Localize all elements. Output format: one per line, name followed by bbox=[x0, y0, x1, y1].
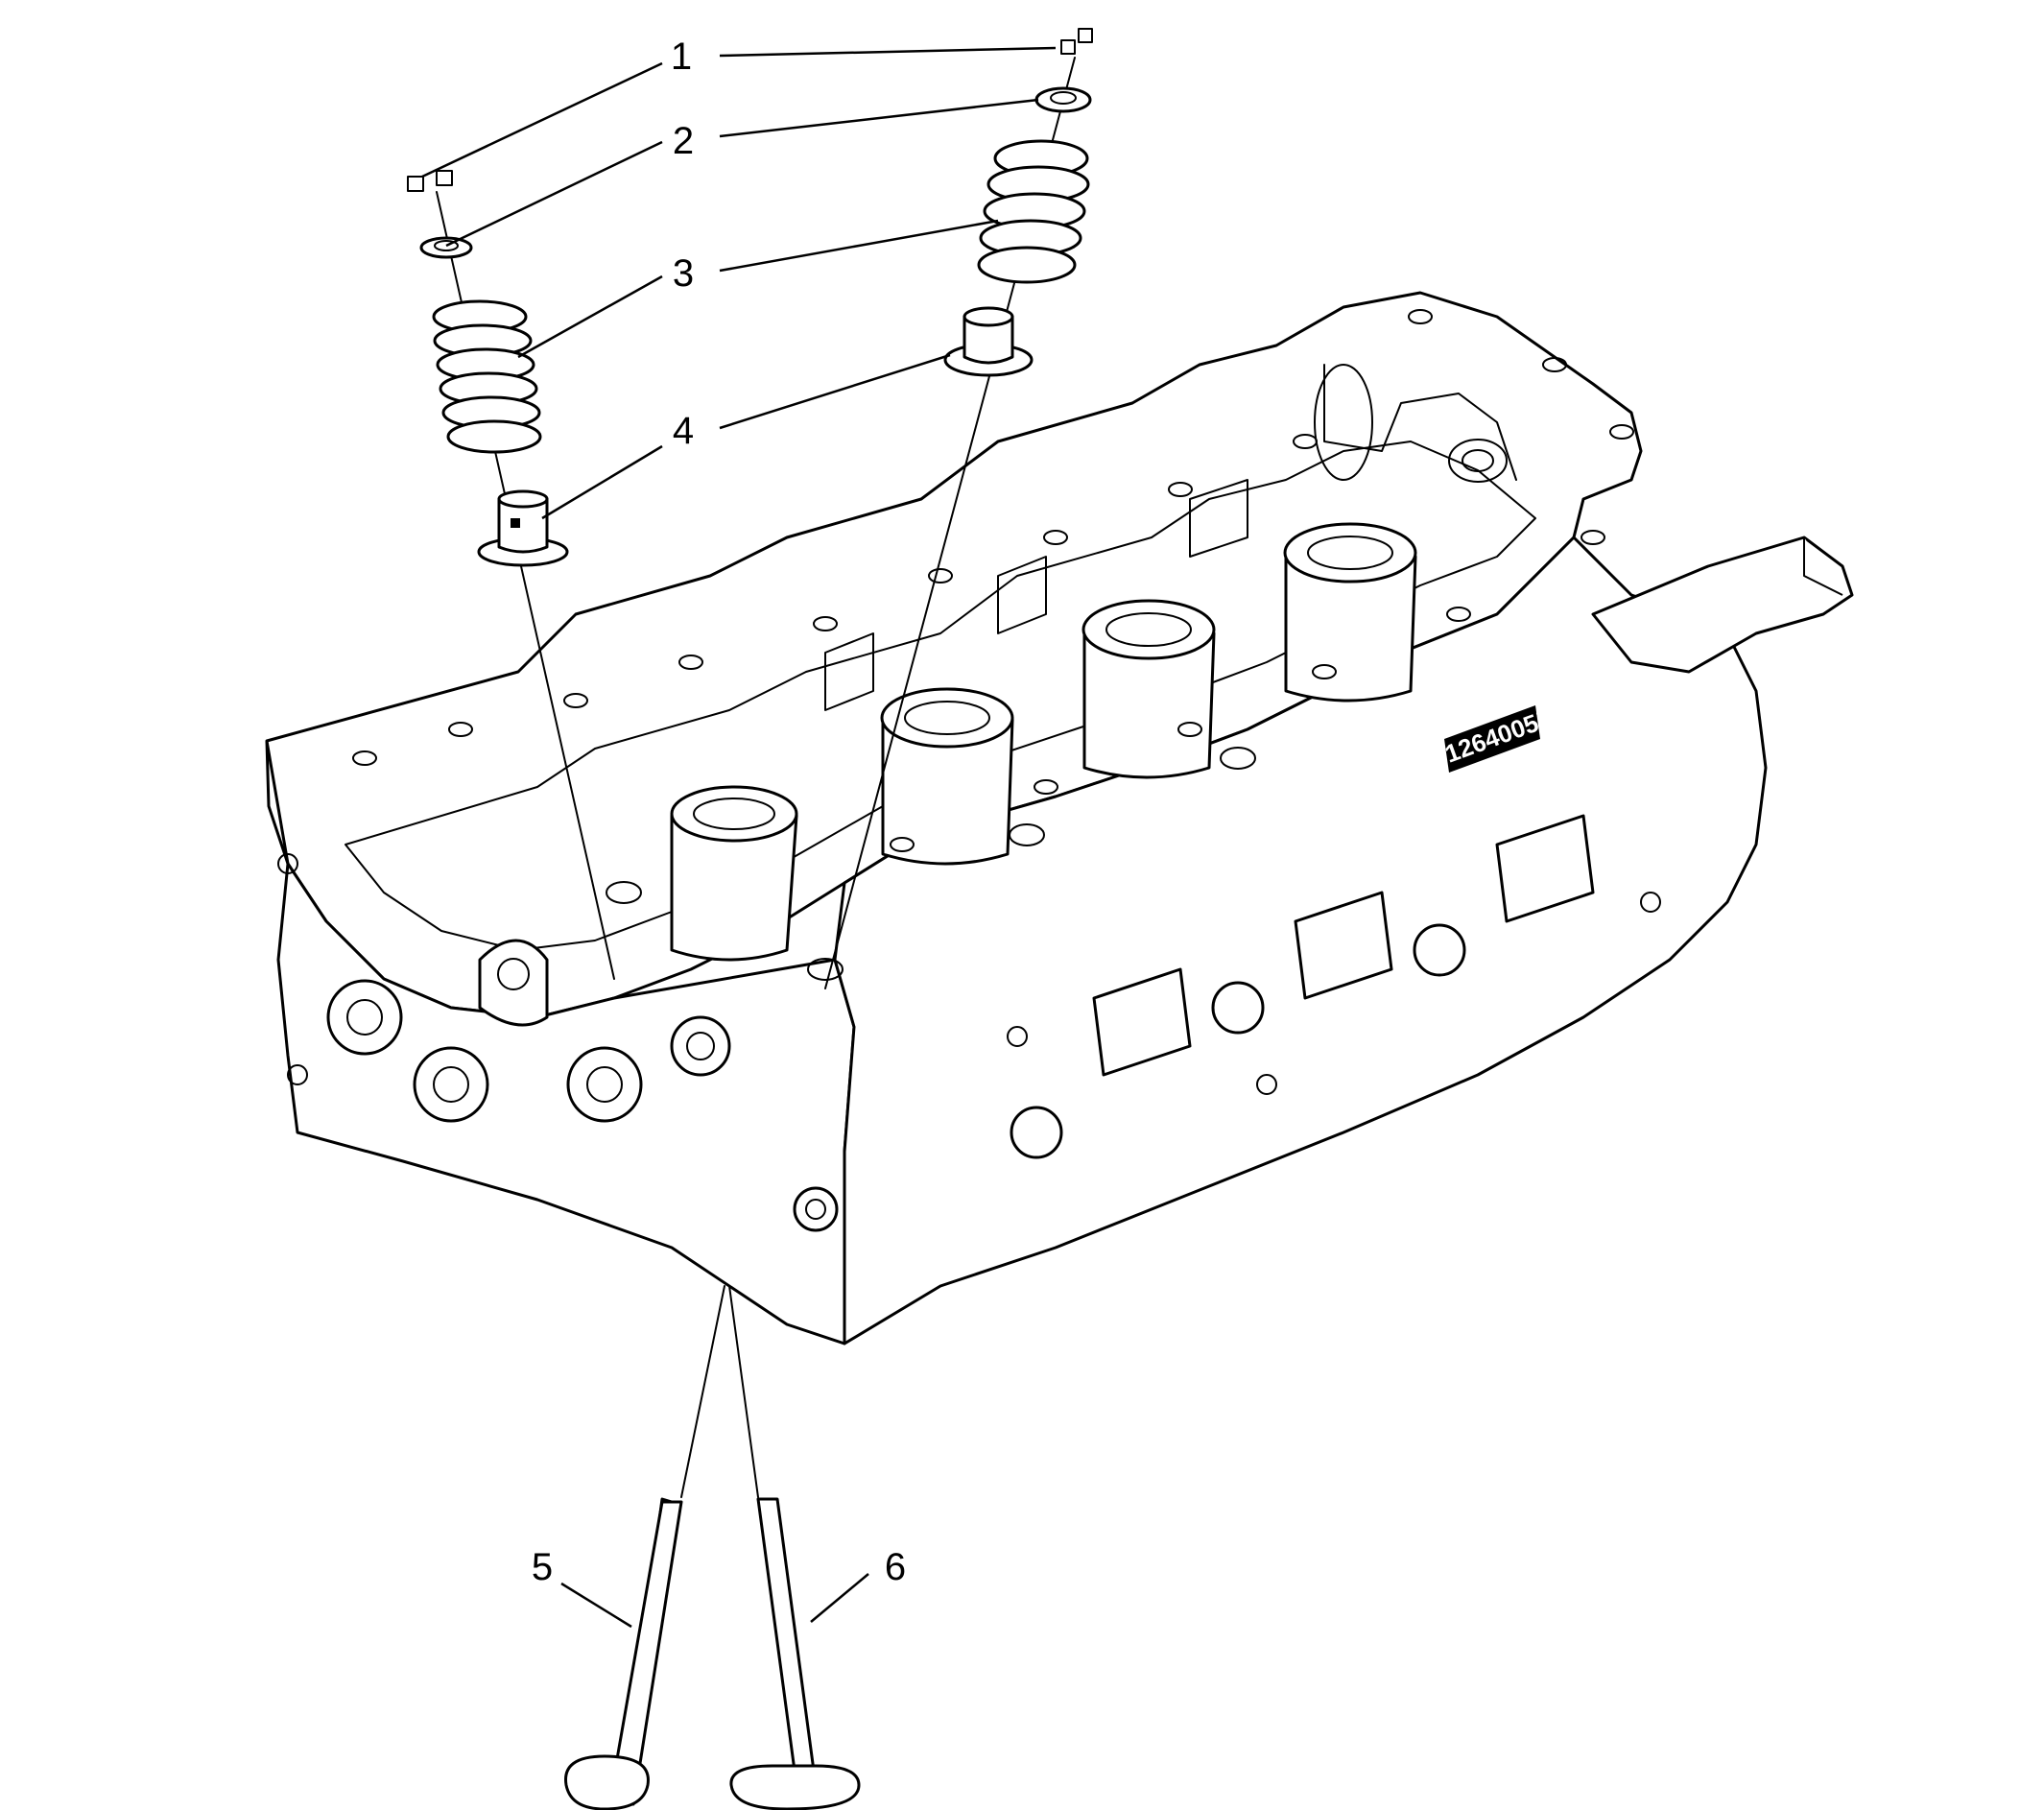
bolt-holes bbox=[352, 309, 1634, 981]
callout-2: 2 bbox=[673, 120, 694, 162]
callout-6: 6 bbox=[885, 1546, 906, 1588]
exhaust-ports bbox=[1007, 814, 1661, 1159]
left-valve-stack bbox=[407, 170, 615, 980]
valve-spring-right bbox=[977, 139, 1090, 284]
cylinder-head: 12640055 bbox=[265, 291, 1854, 1346]
valve-spring-left bbox=[432, 299, 542, 454]
cam-tower bbox=[670, 785, 798, 962]
callout-1: 1 bbox=[671, 36, 692, 78]
right-valve-stack bbox=[824, 28, 1093, 989]
front-end-bosses bbox=[277, 853, 839, 1232]
valve-stem-seal-left bbox=[477, 489, 569, 567]
callout-5: 5 bbox=[532, 1546, 553, 1588]
valve-intake bbox=[564, 1285, 725, 1810]
valve-spring-retainer-right bbox=[1034, 86, 1092, 113]
valve-keeper-left bbox=[407, 170, 453, 192]
valve-keeper-right bbox=[1060, 28, 1093, 55]
callout-3: 3 bbox=[673, 252, 694, 295]
valve-spring-retainer-left bbox=[419, 236, 473, 259]
cam-tower bbox=[880, 687, 1014, 866]
cam-tower bbox=[1283, 522, 1417, 703]
cam-tower bbox=[1081, 599, 1216, 779]
callout-labels: 1 2 3 4 5 6 bbox=[532, 36, 906, 1588]
valve-exhaust bbox=[728, 1285, 861, 1810]
valve-stem-seal-right bbox=[943, 306, 1034, 377]
callout-leaders bbox=[421, 46, 1057, 1629]
callout-4: 4 bbox=[673, 410, 694, 452]
